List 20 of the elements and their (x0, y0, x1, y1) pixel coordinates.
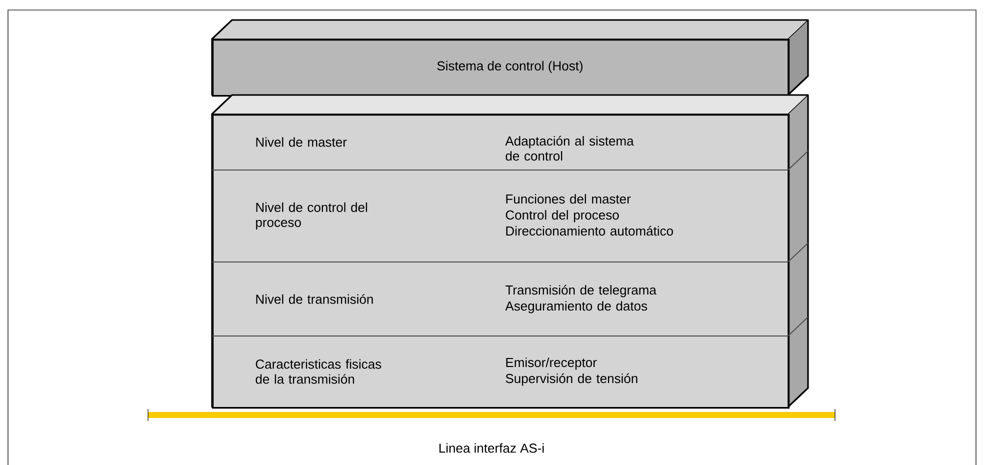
layer-row (212, 150, 808, 170)
layer-row (212, 242, 808, 262)
interface-line (148, 408, 836, 422)
layer-function: Control del proceso (506, 210, 619, 222)
layer-function: Transmisión de telegrama (506, 284, 656, 298)
layer-name: Caracteristicas fisicas de la transmisión (256, 359, 382, 384)
layer-function: Aseguramiento de datos (505, 301, 648, 314)
layer-name: Nivel de control del proceso (256, 202, 368, 230)
layer-function: Emisor/receptor (506, 358, 597, 370)
line-label: Linea interfaz AS-i (439, 443, 544, 453)
layer-function: Adaptación al sistema de control (505, 136, 634, 161)
layer-function: Supervisión de tensión (506, 373, 638, 386)
layer-function: Funciones del master (506, 194, 631, 204)
host-block (211, 19, 809, 97)
layer-function: Direccionamiento automático (506, 226, 673, 236)
layer-name: Nivel de transmisión (256, 294, 373, 304)
block-label: Sistema de control (Host) (437, 60, 583, 74)
node-text: Nivel de master Adaptación al sistema de control (256, 136, 634, 161)
layer-row (212, 316, 808, 336)
layer-name: Nivel de master (256, 137, 347, 147)
